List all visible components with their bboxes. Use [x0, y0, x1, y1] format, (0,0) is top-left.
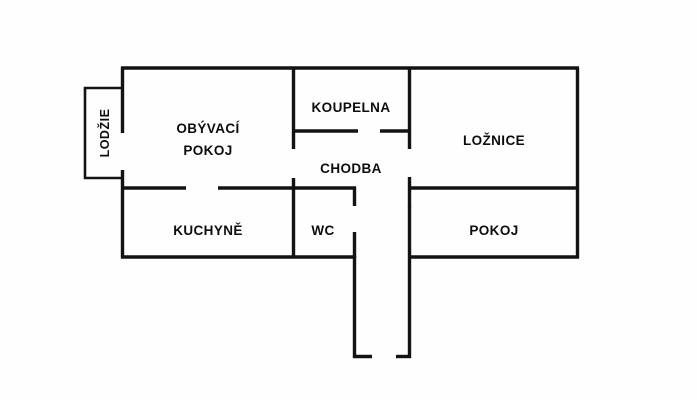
room-label-loznice: LOŽNICE — [462, 133, 526, 148]
room-label-kuchyne: KUCHYNĚ — [173, 223, 243, 238]
room-label-chodba: CHODBA — [320, 161, 382, 176]
room-label-lodzie: LODŽIE — [98, 108, 112, 158]
wall-loggia-box — [83, 86, 122, 180]
room-label-obyvaci-pokoj: OBÝVACÍ POKOJ — [176, 121, 240, 158]
room-label-pokoj: POKOJ — [469, 223, 519, 238]
room-label-wc: WC — [311, 223, 335, 238]
room-label-koupelna: KOUPELNA — [311, 100, 391, 115]
